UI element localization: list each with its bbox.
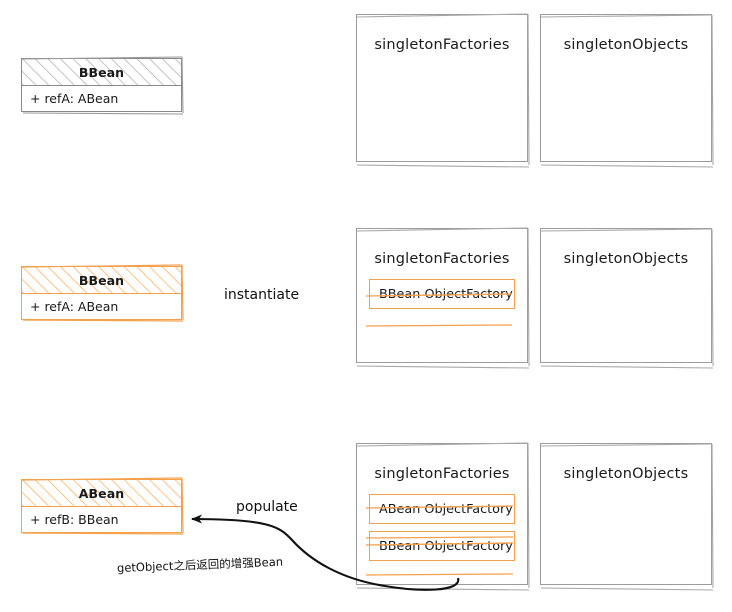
sketch-outline-objects-row2 <box>540 228 714 369</box>
hatch-pattern-orange <box>22 480 181 506</box>
sketch-outline-objects-row3 <box>540 443 714 591</box>
map-title: singletonFactories <box>374 37 510 53</box>
populate-arrow <box>191 514 460 591</box>
uml-class-field: + refA: ABean <box>21 86 182 112</box>
map-box-singleton-factories-row3: singletonFactories ABean ObjectFactory B… <box>356 443 528 585</box>
sketch-outline-factories-row1 <box>356 13 530 168</box>
factory-entry[interactable]: ABean ObjectFactory <box>369 494 515 524</box>
uml-class-field: + refA: ABean <box>21 294 182 320</box>
uml-class-box-bbean-row1: BBean + refA: ABean <box>21 58 182 112</box>
sketch-outline-factories-row3 <box>356 442 530 591</box>
map-title: singletonObjects <box>563 466 689 482</box>
sketch-outline-row3 <box>21 477 184 535</box>
sketch-outline-row1 <box>21 56 184 115</box>
map-box-singleton-objects-row1: singletonObjects <box>540 14 712 162</box>
uml-class-name: ABean <box>78 485 125 501</box>
map-title: singletonFactories <box>374 466 510 482</box>
hatch-pattern-grey <box>22 59 181 85</box>
action-label-instantiate: instantiate <box>224 287 300 303</box>
factory-entry-list: ABean ObjectFactory BBean ObjectFactory <box>369 494 515 561</box>
uml-class-field: + refB: BBean <box>21 507 182 533</box>
uml-class-header: BBean <box>21 266 182 294</box>
sketch-outline-objects-row1 <box>540 14 714 168</box>
map-box-singleton-objects-row2: singletonObjects <box>540 228 712 363</box>
uml-class-box-abean-row3: ABean + refB: BBean <box>21 479 182 533</box>
map-title: singletonObjects <box>563 251 689 267</box>
hatch-pattern-orange <box>22 267 181 293</box>
action-label-populate: populate <box>236 499 298 515</box>
factory-entry-label: BBean ObjectFactory <box>379 538 513 554</box>
factory-entry-label: BBean ObjectFactory <box>379 286 513 302</box>
map-box-singleton-factories-row1: singletonFactories <box>356 14 528 162</box>
factory-entry[interactable]: BBean ObjectFactory <box>369 531 515 561</box>
uml-class-name: BBean <box>78 64 125 80</box>
sketch-outline-row2 <box>21 264 184 322</box>
factory-entry-label: ABean ObjectFactory <box>379 501 513 517</box>
uml-class-name: BBean <box>78 272 125 288</box>
uml-class-box-bbean-row2: BBean + refA: ABean <box>21 266 182 320</box>
sketch-outline-factories-row2 <box>356 227 530 369</box>
map-box-singleton-objects-row3: singletonObjects <box>540 443 712 585</box>
map-title: singletonObjects <box>563 37 689 53</box>
map-title: singletonFactories <box>374 251 510 267</box>
uml-class-header: BBean <box>21 58 182 86</box>
